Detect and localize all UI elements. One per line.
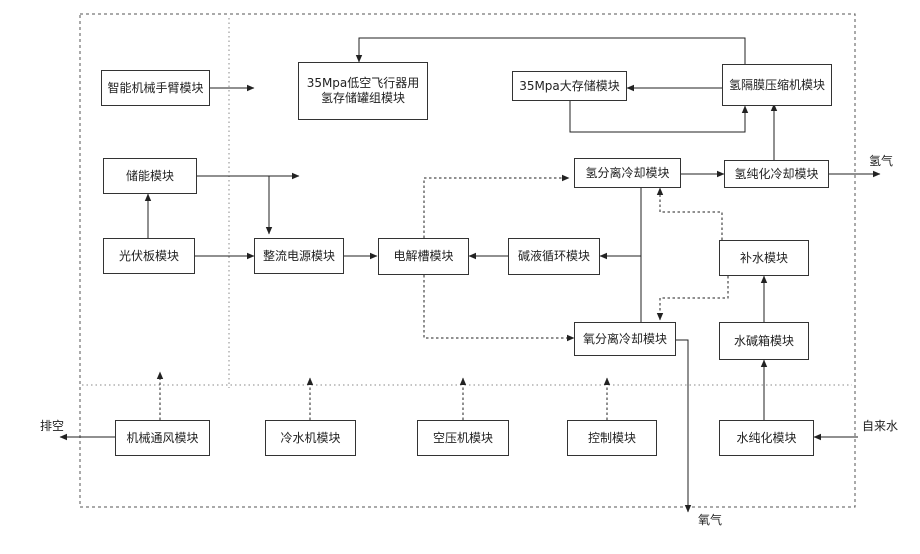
control-label: 控制模块 <box>588 431 636 446</box>
arrow-replenish-to-o2sep <box>660 276 728 320</box>
mech-ventilation-label: 机械通风模块 <box>126 431 198 446</box>
electrolyzer-label: 电解槽模块 <box>393 249 453 264</box>
arrow-large-to-compressor <box>570 101 745 132</box>
rectifier-power-module: 整流电源模块 <box>254 238 344 274</box>
hydrogen-label: 氢气 <box>869 152 893 169</box>
h2-purification-cooling-label: 氢纯化冷却模块 <box>734 167 818 182</box>
water-replenish-label: 补水模块 <box>740 251 788 266</box>
storage-35mpa-uav-line2: 氢存储罐组模块 <box>307 91 420 106</box>
chiller-label: 冷水机模块 <box>280 431 340 446</box>
chiller-module: 冷水机模块 <box>265 420 356 456</box>
arrow-electrolyzer-to-o2sep <box>424 275 574 338</box>
electrolyzer-module: 电解槽模块 <box>378 238 469 275</box>
energy-storage-label: 储能模块 <box>126 169 174 184</box>
diaphragm-compressor-label: 氢隔膜压缩机模块 <box>729 78 825 93</box>
oxygen-label: 氧气 <box>698 511 722 528</box>
arrow-electrolyzer-to-h2sep <box>424 178 569 238</box>
large-storage-label: 35Mpa大存储模块 <box>519 79 620 94</box>
o2-separation-cooling-module: 氧分离冷却模块 <box>574 322 676 356</box>
arrow-oxygen-out <box>676 340 688 512</box>
pv-panel-label: 光伏板模块 <box>119 249 179 264</box>
h2-separation-cooling-label: 氢分离冷却模块 <box>585 166 669 181</box>
water-lye-tank-label: 水碱箱模块 <box>734 334 794 349</box>
h2-purification-cooling-module: 氢纯化冷却模块 <box>724 160 829 188</box>
arrow-compressor-to-storage <box>359 38 745 64</box>
mech-ventilation-module: 机械通风模块 <box>115 420 210 456</box>
storage-35mpa-uav-module: 35Mpa低空飞行器用 氢存储罐组模块 <box>298 62 428 120</box>
energy-storage-module: 储能模块 <box>103 158 197 194</box>
lye-circulation-label: 碱液循环模块 <box>518 249 590 264</box>
robot-arm-label: 智能机械手臂模块 <box>107 81 203 96</box>
diaphragm-compressor-module: 氢隔膜压缩机模块 <box>722 64 832 106</box>
robot-arm-module: 智能机械手臂模块 <box>101 70 210 106</box>
water-purification-label: 水纯化模块 <box>736 431 796 446</box>
exhaust-label: 排空 <box>40 417 64 434</box>
h2-separation-cooling-module: 氢分离冷却模块 <box>574 158 681 188</box>
arrow-replenish-to-h2sep <box>660 188 722 240</box>
lye-circulation-module: 碱液循环模块 <box>508 238 600 275</box>
rectifier-power-label: 整流电源模块 <box>263 249 335 264</box>
water-purification-module: 水纯化模块 <box>719 420 814 456</box>
control-module: 控制模块 <box>567 420 657 456</box>
air-compressor-label: 空压机模块 <box>433 431 493 446</box>
tap-water-label: 自来水 <box>862 417 898 434</box>
pv-panel-module: 光伏板模块 <box>103 238 195 274</box>
large-storage-module: 35Mpa大存储模块 <box>512 71 627 101</box>
water-replenish-module: 补水模块 <box>719 240 809 276</box>
water-lye-tank-module: 水碱箱模块 <box>719 322 809 360</box>
o2-separation-cooling-label: 氧分离冷却模块 <box>583 332 667 347</box>
storage-35mpa-uav-line1: 35Mpa低空飞行器用 <box>307 76 420 91</box>
air-compressor-module: 空压机模块 <box>417 420 509 456</box>
